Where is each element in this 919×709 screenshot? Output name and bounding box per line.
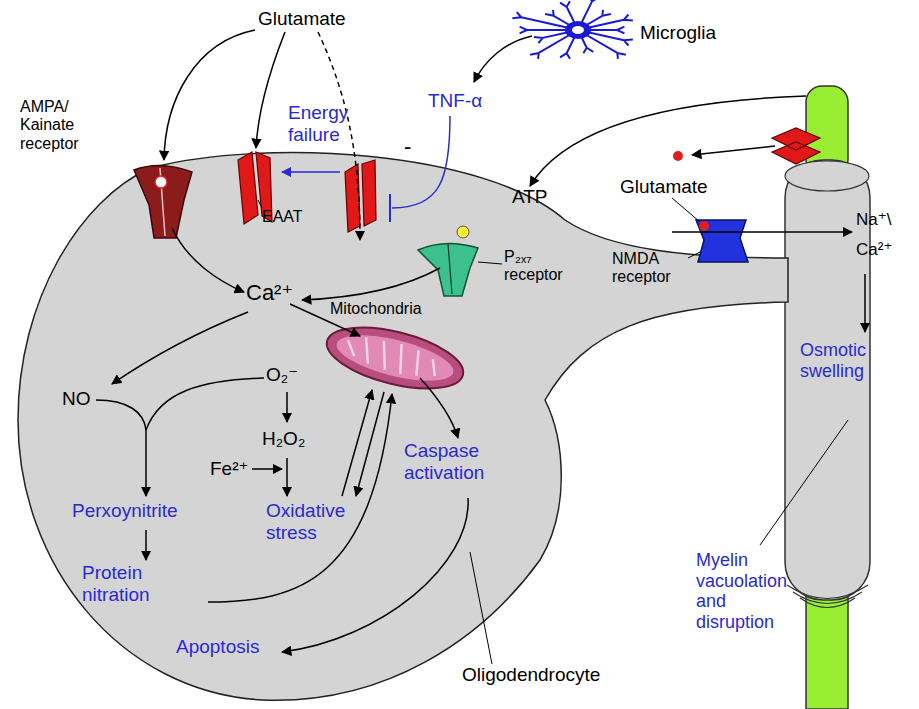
cytokine-label: TNF-α: [428, 90, 482, 112]
substance-label: Glutamate: [258, 8, 346, 30]
glutamate-dot: [673, 151, 683, 161]
molecule-label: Fe²⁺: [210, 458, 249, 480]
ion-label: Ca²⁺: [856, 240, 892, 260]
cell-body: [18, 153, 788, 701]
substance-label: Glutamate: [620, 176, 708, 198]
ion-label: Na⁺\: [856, 210, 891, 230]
process-label: Caspase activation: [404, 440, 509, 484]
process-label: Myelin vacuolation and disruption: [696, 550, 796, 633]
arrows: [96, 30, 865, 652]
nmda-receptor: [696, 220, 748, 262]
receptor-label: NMDA receptor: [612, 250, 687, 287]
organelle-label: Mitochondria: [330, 300, 422, 318]
molecule-label: H₂O₂: [262, 428, 305, 450]
substance-label: ATP: [512, 186, 548, 208]
p2x7-receptor: [418, 243, 478, 296]
process-label: Protein nitration: [82, 562, 172, 606]
inhibition-sign: -: [404, 134, 411, 159]
molecule-label: NO: [62, 388, 91, 410]
ion-label: Ca²⁺: [246, 280, 293, 305]
process-label: Perxoynitrite: [72, 500, 178, 522]
process-label: Oxidative stress: [266, 500, 361, 544]
receptor-label: AMPA/ Kainate receptor: [20, 98, 110, 153]
receptor-label: P₂ₓ₇ receptor: [504, 248, 574, 285]
process-label: Energy failure: [288, 102, 368, 146]
myelin-end: [785, 161, 869, 191]
process-label: Osmotic swelling: [800, 340, 890, 381]
cell-label: Microglia: [640, 22, 716, 44]
ampa-receptor: [134, 165, 192, 238]
process-label: Apoptosis: [176, 636, 259, 658]
axon-channel: [772, 128, 820, 164]
transporter-label: EAAT: [262, 208, 303, 226]
molecule-label: O₂⁻: [266, 364, 298, 386]
cell-label: Oligodendrocyte: [462, 664, 600, 686]
leader-lines: [258, 198, 848, 664]
microglia: [512, 0, 633, 59]
